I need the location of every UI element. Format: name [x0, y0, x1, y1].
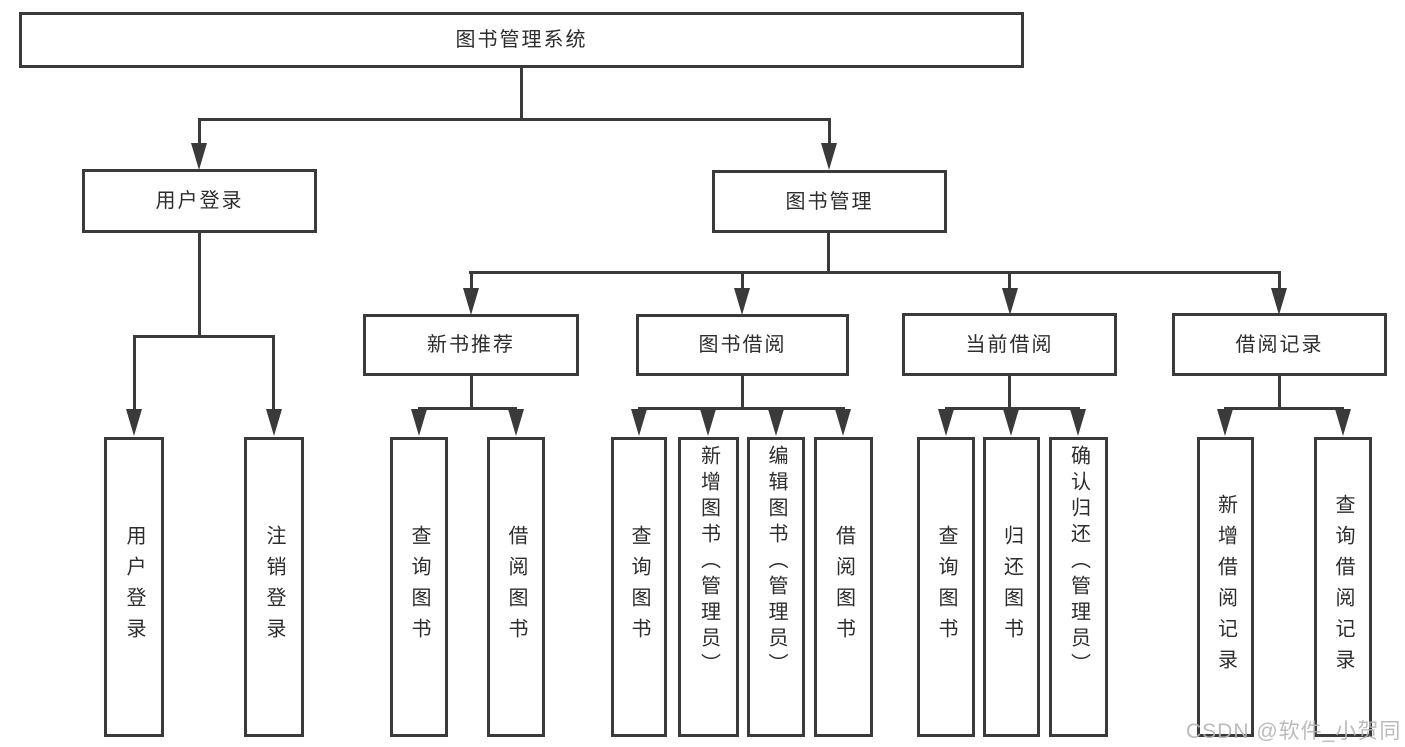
- node-confirm-return-admin: 确认归还（管理员）: [1049, 437, 1108, 737]
- connector-root-drop-left: [198, 118, 201, 146]
- csdn-watermark: CSDN @软件_小贺同学: [1186, 720, 1402, 743]
- arrow-down-icon: [631, 409, 647, 436]
- node-return-books: 归还图书: [983, 437, 1040, 737]
- arrow-down-icon: [463, 288, 479, 315]
- arrow-down-icon: [1002, 288, 1018, 315]
- connector-user-login-hline: [133, 335, 275, 338]
- arrow-down-icon: [1335, 409, 1351, 436]
- node-logout: 注销登录: [244, 437, 304, 737]
- connector-new-rec-stem: [470, 376, 473, 410]
- arrow-down-icon: [191, 143, 207, 170]
- arrow-down-icon: [1271, 288, 1287, 315]
- connector-user-login-stem: [198, 233, 201, 338]
- node-query-books: 查询图书: [611, 437, 667, 737]
- node-borrowing-records: 借阅记录: [1172, 313, 1387, 376]
- arrow-down-icon: [266, 409, 282, 436]
- connector-records-stem: [1278, 376, 1281, 410]
- connector-current-stem: [1008, 376, 1011, 410]
- node-user-login: 用户登录: [82, 169, 317, 233]
- arrow-down-icon: [1217, 409, 1233, 436]
- node-library-management-system: 图书管理系统: [19, 12, 1024, 68]
- connector-book-mgmt-stem: [827, 233, 830, 274]
- arrow-down-icon: [835, 409, 851, 436]
- arrow-down-icon: [1003, 409, 1019, 436]
- connector-records-hline: [1224, 407, 1344, 410]
- node-query-books: 查询图书: [390, 437, 448, 737]
- connector-book-mgmt-hline: [469, 271, 1281, 274]
- node-new-book-recommendation: 新书推荐: [363, 314, 579, 376]
- connector-root-stem: [520, 68, 523, 121]
- node-edit-books-admin: 编辑图书（管理员）: [747, 437, 805, 737]
- connector-current-hline: [945, 407, 1080, 410]
- arrow-down-icon: [508, 409, 524, 436]
- node-current-borrowing: 当前借阅: [902, 313, 1117, 376]
- connector-book-mgmt-drop-2: [741, 271, 744, 289]
- node-book-borrowing: 图书借阅: [636, 314, 849, 376]
- node-query-borrow-record: 查询借阅记录: [1314, 437, 1372, 737]
- arrow-down-icon: [411, 409, 427, 436]
- node-add-borrow-record: 新增借阅记录: [1197, 437, 1254, 737]
- node-borrow-books: 借阅图书: [487, 437, 545, 737]
- node-query-books: 查询图书: [917, 437, 975, 737]
- arrow-down-icon: [700, 409, 716, 436]
- connector-root-hline: [198, 118, 830, 121]
- connector-book-mgmt-drop-1: [470, 271, 473, 289]
- node-book-management: 图书管理: [712, 170, 947, 233]
- arrow-down-icon: [768, 409, 784, 436]
- connector-book-mgmt-drop-4: [1278, 271, 1281, 289]
- arrow-down-icon: [1070, 409, 1086, 436]
- arrow-down-icon: [938, 409, 954, 436]
- node-borrow-books: 借阅图书: [814, 437, 873, 737]
- connector-user-login-drop-right: [272, 335, 275, 409]
- connector-book-mgmt-drop-3: [1008, 271, 1011, 289]
- connector-borrowing-stem: [741, 376, 744, 410]
- connector-new-rec-hline: [418, 407, 517, 410]
- node-add-books-admin: 新增图书（管理员）: [678, 437, 739, 737]
- arrow-down-icon: [734, 288, 750, 315]
- node-user-login-leaf: 用户登录: [104, 437, 164, 737]
- connector-root-drop-right: [828, 118, 831, 146]
- connector-borrowing-hline: [638, 407, 845, 410]
- arrow-down-icon: [821, 143, 837, 170]
- arrow-down-icon: [126, 409, 142, 436]
- connector-user-login-drop-left: [133, 335, 136, 409]
